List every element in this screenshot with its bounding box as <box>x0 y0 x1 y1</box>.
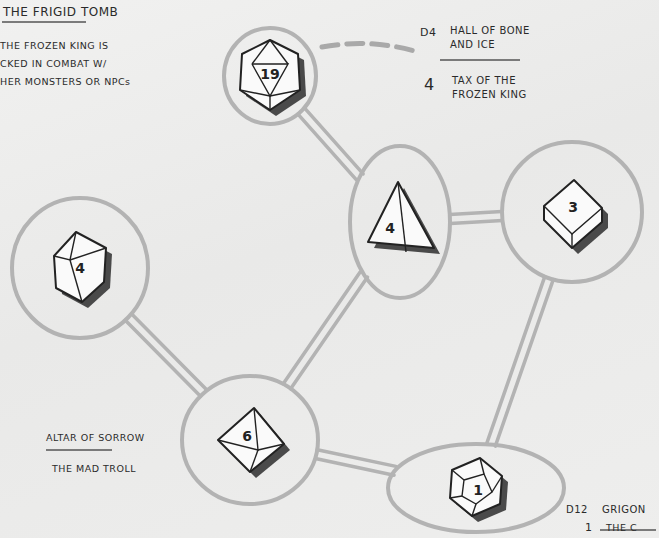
die-number: 6 <box>242 428 252 444</box>
roll-number: 4 <box>424 74 435 96</box>
note-text: THE FROZEN KING IS <box>0 40 109 53</box>
die-type: D4 <box>420 26 436 41</box>
room-entry: TAX OF THE FROZEN KING <box>452 74 552 101</box>
die-number: 3 <box>568 199 578 215</box>
note-text: HER MONSTERS OR NPCs <box>0 76 131 89</box>
passage-connector <box>487 277 553 446</box>
room-entry: THE MAD TROLL <box>52 463 136 476</box>
die-type: D12 <box>566 503 588 517</box>
room-circle: 6 <box>180 374 320 506</box>
passage-connector <box>315 450 396 476</box>
room-circle: 4 <box>10 196 150 340</box>
room-circle: 3 <box>500 140 644 284</box>
die-number: 4 <box>75 260 85 276</box>
underline <box>2 21 86 22</box>
map-title: THE FRIGID TOMB <box>3 4 118 20</box>
die-number: 19 <box>260 66 279 82</box>
die-number: 4 <box>385 220 395 236</box>
room-table-title: ALTAR OF SORROW <box>46 432 145 445</box>
room-table-title: HALL OF BONE AND ICE <box>450 24 538 51</box>
room-table-title: GRIGON <box>602 503 646 517</box>
roll-number: 1 <box>585 521 593 536</box>
room-circle: 1 <box>386 442 566 534</box>
passage-connector <box>125 314 207 396</box>
passage-connector <box>298 108 363 180</box>
dashed-path <box>322 43 418 52</box>
room-outline <box>348 144 452 300</box>
room-circle: 4 <box>348 144 452 300</box>
room-entry: THE C <box>606 522 637 535</box>
passage-connector <box>283 272 367 389</box>
passage-connector <box>450 212 503 224</box>
underline <box>440 59 520 60</box>
room-circle: 19 <box>222 26 318 126</box>
underline <box>46 449 112 450</box>
note-text: CKED IN COMBAT W/ <box>0 58 107 71</box>
die-number: 1 <box>473 482 483 498</box>
